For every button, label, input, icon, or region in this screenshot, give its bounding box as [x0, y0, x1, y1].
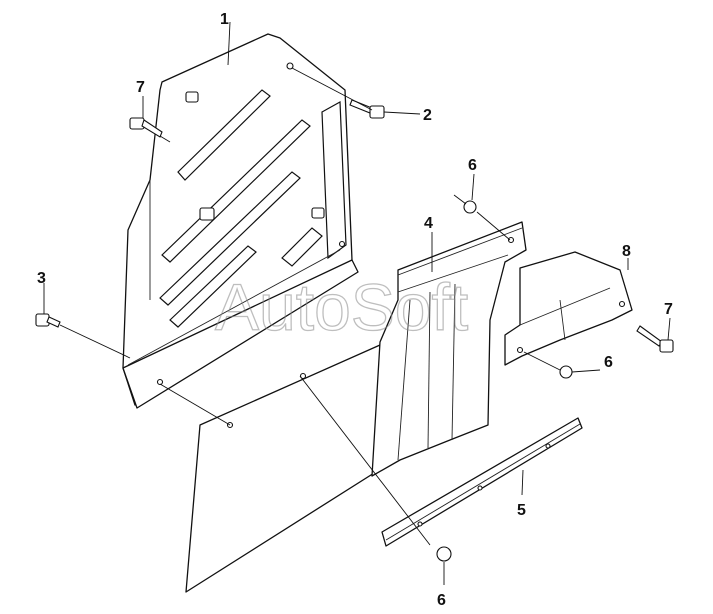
callout-7-left: 7 — [136, 79, 145, 96]
callout-3: 3 — [37, 270, 46, 287]
nut-6-bottom — [436, 546, 452, 562]
bracket-part — [504, 251, 633, 366]
callout-8: 8 — [622, 243, 631, 260]
watermark-text: AutoSoft — [215, 270, 468, 344]
callout-5: 5 — [517, 502, 526, 519]
nut-6-right — [559, 365, 573, 379]
callout-6-right: 6 — [604, 354, 613, 371]
fender-extension-part — [371, 221, 527, 477]
callout-4: 4 — [424, 215, 433, 232]
callout-6-bottom: 6 — [437, 592, 446, 609]
retaining-strip-part — [381, 417, 583, 547]
callout-1: 1 — [220, 11, 229, 28]
callout-2: 2 — [423, 107, 432, 124]
callout-labels: 1 2 3 4 5 6 6 6 7 7 8 — [37, 11, 673, 609]
bolt-2 — [349, 99, 385, 119]
bolt-7-left — [129, 117, 163, 138]
leader-lines — [43, 21, 671, 585]
mud-flap-part — [185, 344, 383, 593]
callout-7-right: 7 — [664, 301, 673, 318]
bolt-7-right — [636, 325, 674, 353]
bolt-3 — [35, 313, 61, 328]
nut-6-top — [463, 200, 477, 214]
callout-6-top: 6 — [468, 157, 477, 174]
splash-shield-part — [122, 33, 359, 409]
